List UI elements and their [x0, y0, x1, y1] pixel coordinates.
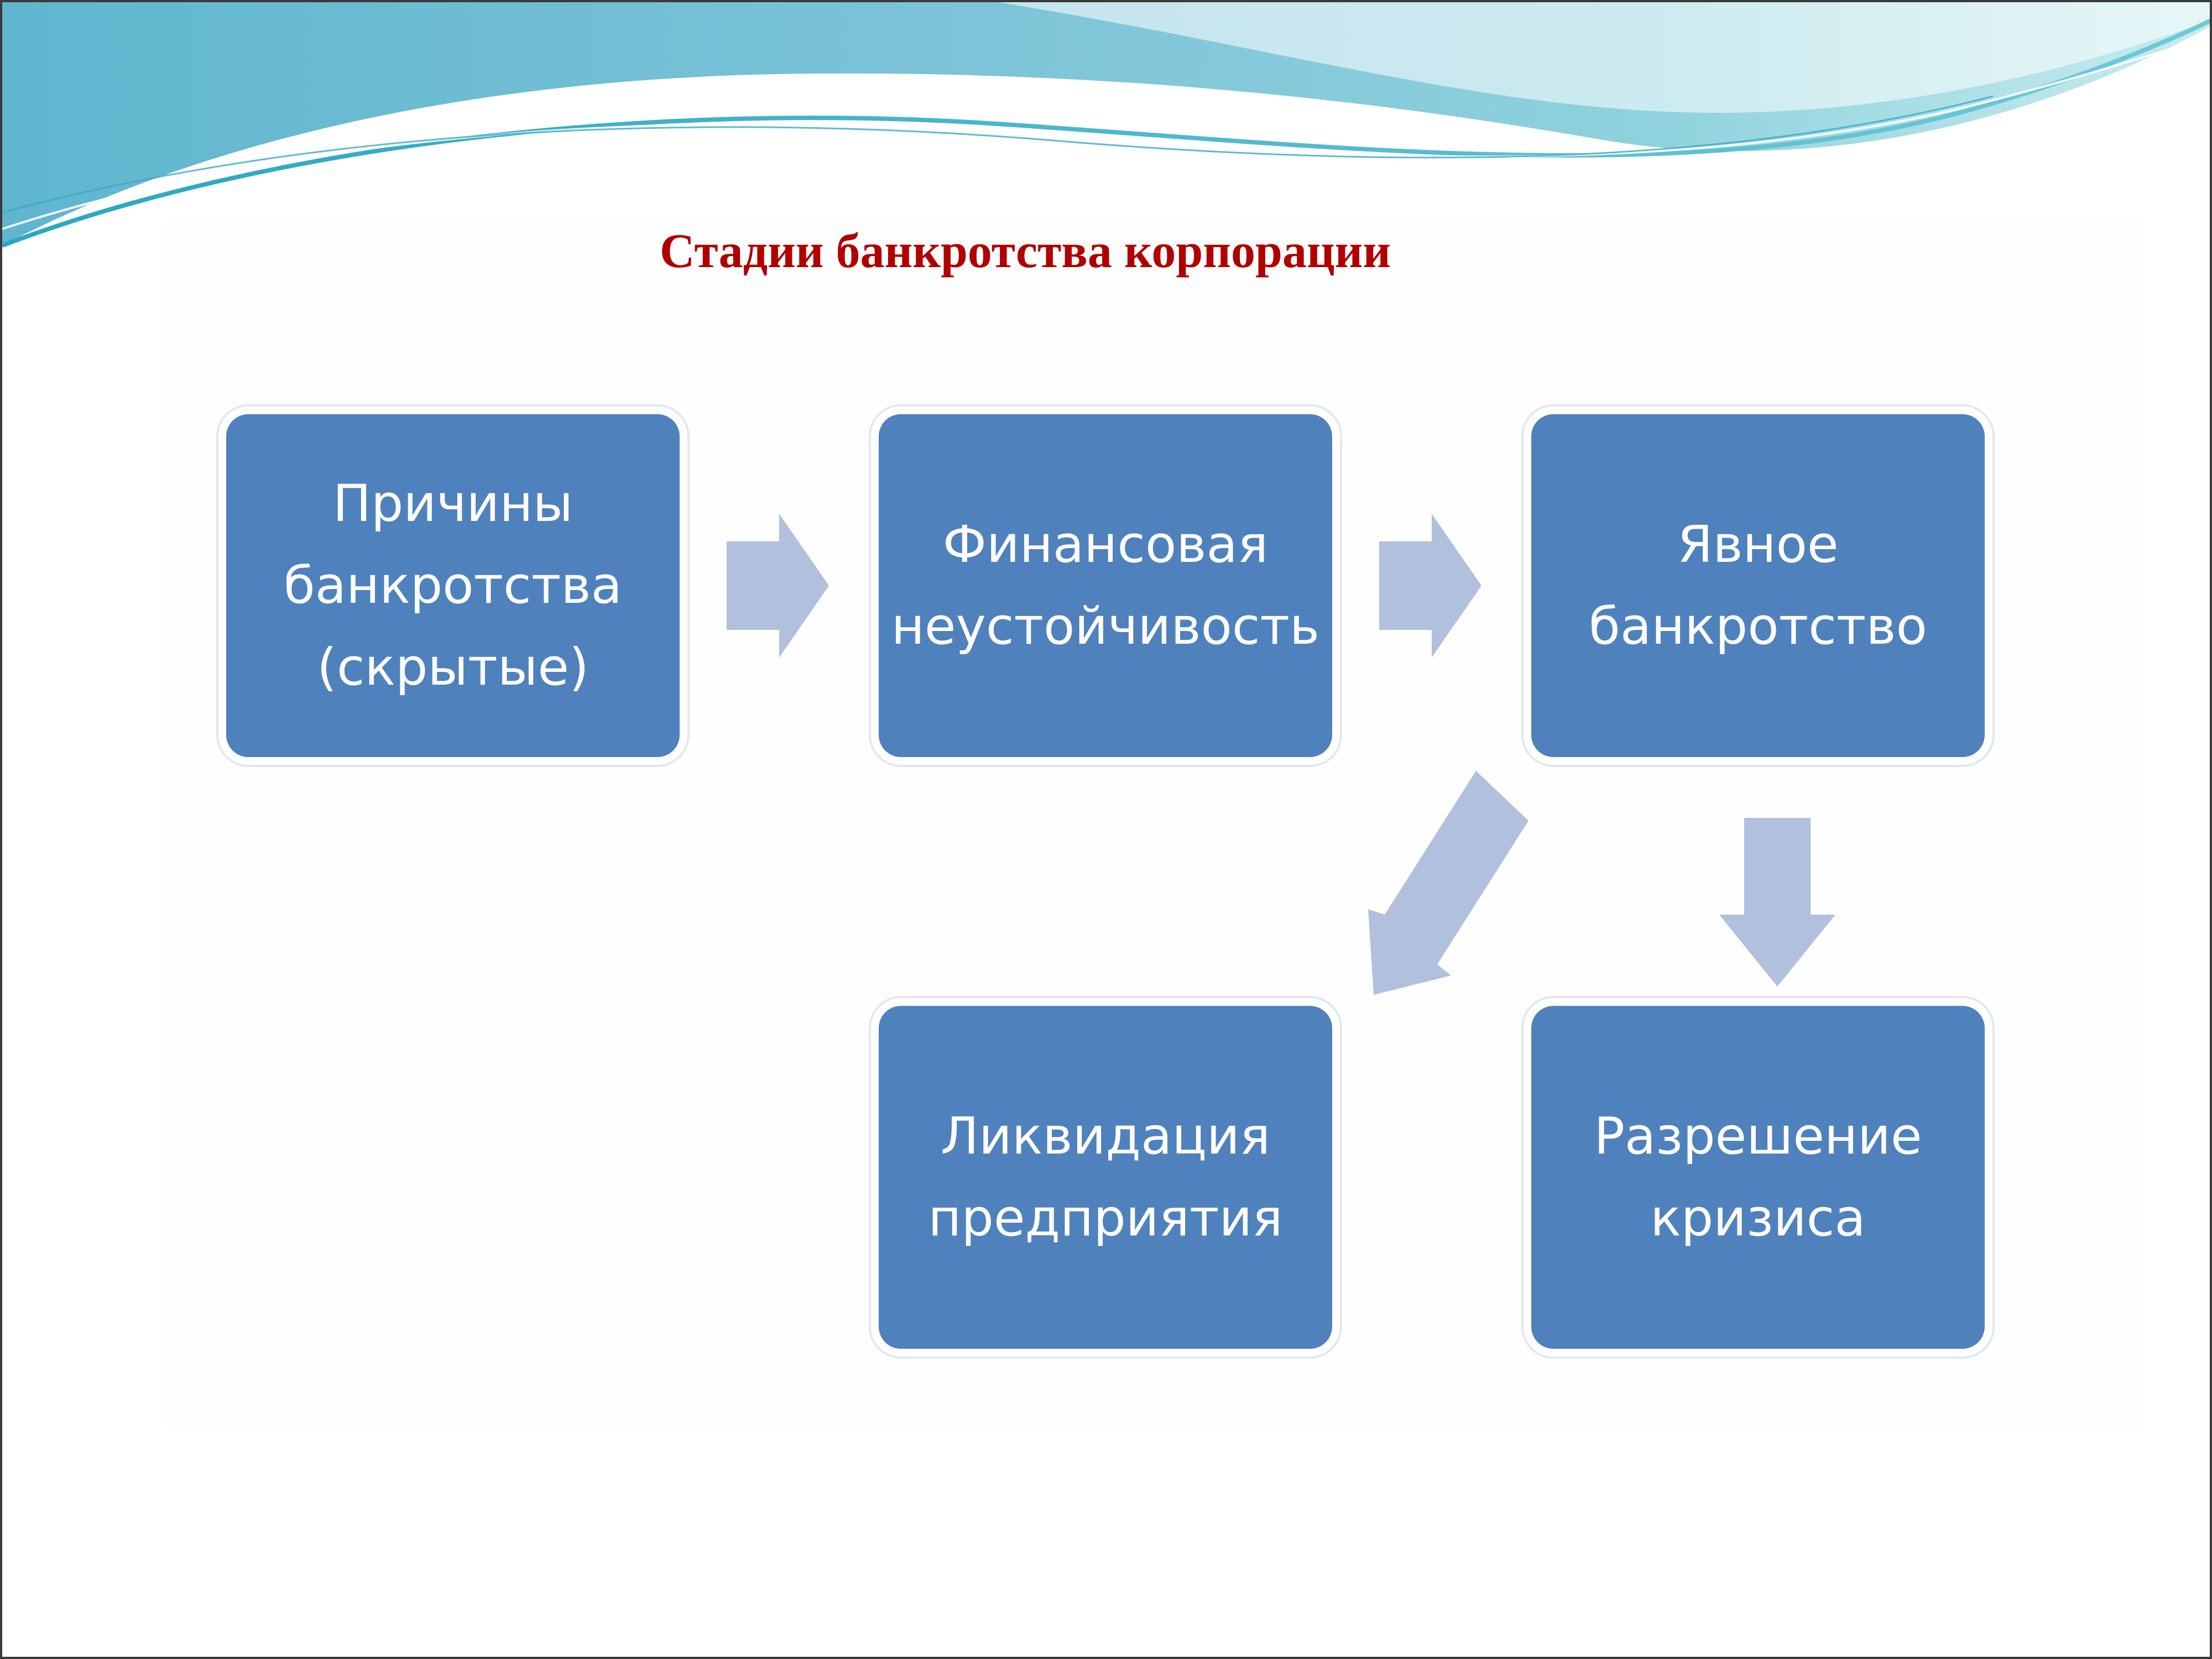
- stage-label-explicit-bankruptcy: Явное банкротство: [1589, 515, 1927, 656]
- stage-box-crisis-resolution: Разрешение кризиса: [1531, 1006, 1985, 1349]
- stage-label-financial-instability: Финансовая неустойчивость: [891, 515, 1320, 656]
- stage-box-financial-instability: Финансовая неустойчивость: [879, 414, 1332, 757]
- stage-box-liquidation: Ликвидация предприятия: [879, 1006, 1332, 1349]
- arrow-bankruptcy-to-liquidation: [1368, 771, 1528, 995]
- arrow-causes-to-instability: [727, 514, 829, 658]
- slide-title: Стадии банкротства корпорации: [659, 225, 1391, 278]
- arrow-bankruptcy-to-resolution: [1719, 818, 1835, 987]
- header-wave-decoration: [2, 2, 2210, 248]
- stage-label-liquidation: Ликвидация предприятия: [928, 1107, 1283, 1248]
- arrow-instability-to-bankruptcy: [1379, 514, 1481, 658]
- stage-label-causes: Причины банкротства (скрытые): [284, 474, 622, 697]
- stage-box-explicit-bankruptcy: Явное банкротство: [1531, 414, 1985, 757]
- stage-label-crisis-resolution: Разрешение кризиса: [1594, 1107, 1922, 1248]
- stage-box-causes: Причины банкротства (скрытые): [226, 414, 680, 757]
